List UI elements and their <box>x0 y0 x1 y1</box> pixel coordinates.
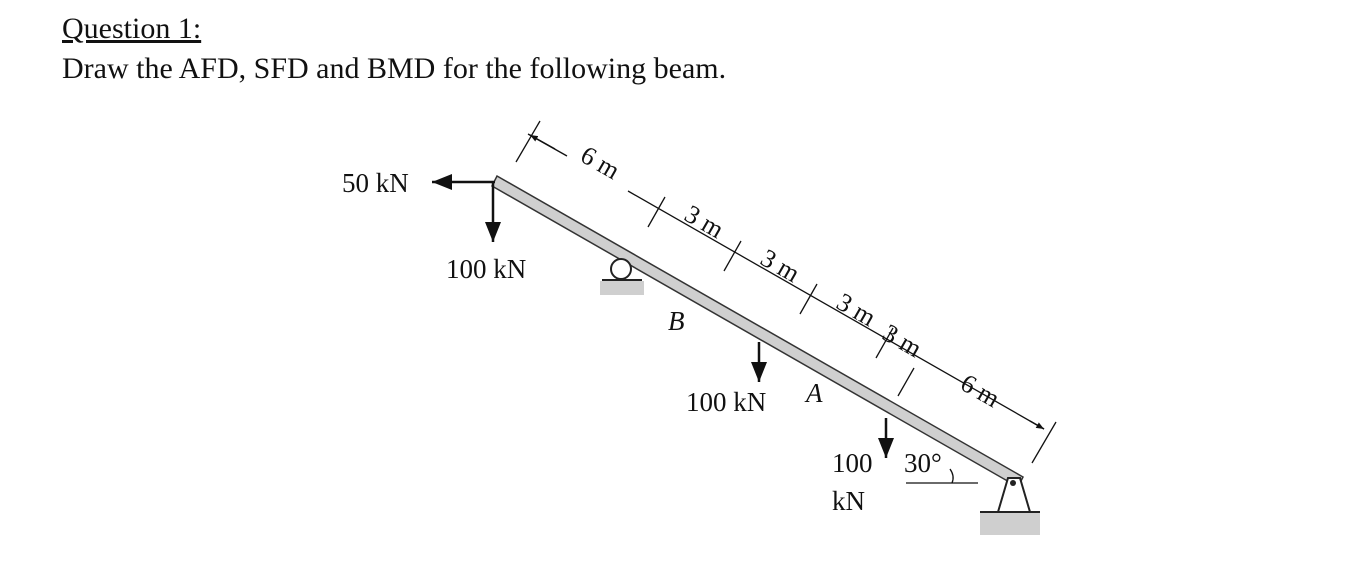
end-horizontal-load-label: 50 kN <box>342 168 409 198</box>
point-b-label: B <box>668 306 685 336</box>
dimension-line <box>515 120 1057 464</box>
dim-label-5: 3 m <box>878 318 927 363</box>
mid-load-label: 100 kN <box>686 387 766 417</box>
end-vertical-load-label: 100 kN <box>446 254 526 284</box>
point-a-label: A <box>804 378 823 408</box>
right-load-label-line2: kN <box>832 486 865 516</box>
dim-label-1: 6 m <box>576 140 625 185</box>
inclined-beam <box>491 174 1024 489</box>
angle-indicator <box>906 468 978 484</box>
right-load-label-line1: 100 <box>832 448 873 478</box>
dim-label-4: 3 m <box>832 287 881 332</box>
dim-label-3: 3 m <box>756 243 805 288</box>
question-text: Draw the AFD, SFD and BMD for the follow… <box>62 52 727 85</box>
dim-label-2: 3 m <box>680 199 729 244</box>
question-title: Question 1: <box>62 12 202 45</box>
angle-label: 30° <box>904 448 942 478</box>
roller-support-b <box>600 258 644 295</box>
dim-label-6: 6 m <box>956 368 1005 413</box>
pin-support-right <box>980 477 1040 535</box>
